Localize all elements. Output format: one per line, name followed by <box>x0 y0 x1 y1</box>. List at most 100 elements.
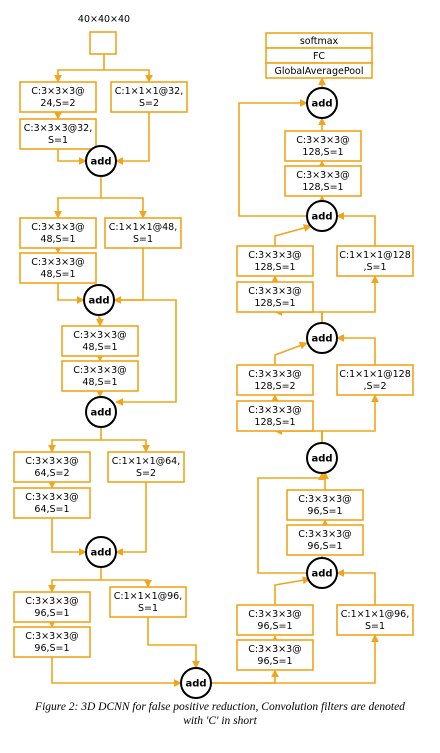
conv-box-b5b: C:3×3×3@96,S=1 <box>13 626 91 658</box>
arrow-37 <box>274 341 308 365</box>
conv-box-b10a: C:3×3×3@128,S=1 <box>284 130 362 162</box>
conv-label-b4a-2: 64,S=2 <box>34 468 69 479</box>
arrow-49 <box>238 99 308 217</box>
conv-label-b8b-2: 128,S=1 <box>254 417 295 428</box>
add-label-a4: add <box>90 548 111 559</box>
arrow-1 <box>54 54 105 83</box>
conv-box-b8s: C:1×1×1@128,S=2 <box>336 364 414 396</box>
add-node-a4: add <box>85 536 117 568</box>
conv-label-b9s-1: C:1×1×1@128 <box>339 250 411 261</box>
conv-label-b1s-1: C:1×1×1@32, <box>115 86 184 97</box>
conv-label-b9a-1: C:3×3×3@ <box>248 250 301 261</box>
global-average-pool-box <box>265 62 373 79</box>
conv-label-b9s-2: ,S=1 <box>363 262 386 273</box>
conv-box-b1b: C:3×3×3@32,S=1 <box>19 118 97 150</box>
add-node-a1: add <box>85 145 117 177</box>
arrow-44 <box>321 275 379 323</box>
add-node-a6: add <box>306 557 338 589</box>
conv-label-b7b-1: C:3×3×3@ <box>298 529 351 540</box>
add-node-a10: add <box>306 87 338 119</box>
conv-label-b3a-1: C:3×3×3@ <box>73 330 126 341</box>
dcnn-architecture-diagram: 40×40×40 softmax FC GlobalAveragePool C:… <box>13 14 414 699</box>
conv-label-b5b-1: C:3×3×3@ <box>25 631 78 642</box>
conv-box-b6s: C:1×1×1@96,S=1 <box>336 604 414 636</box>
arrow-5 <box>115 112 150 165</box>
arrow-19 <box>115 482 147 556</box>
figure-caption: Figure 2: 3D DCNN for false positive red… <box>0 700 440 728</box>
conv-label-b4a-1: C:3×3×3@ <box>25 456 78 467</box>
conv-label-b1a-2: 24,S=2 <box>40 98 75 109</box>
add-label-a6: add <box>311 569 332 580</box>
arrow-23 <box>51 657 182 687</box>
conv-label-b9b-2: 128,S=1 <box>254 298 295 309</box>
arrow-21 <box>101 579 152 588</box>
arrow-2 <box>104 69 153 83</box>
conv-label-b2s-2: S=1 <box>133 234 153 245</box>
conv-label-b5s-2: S=1 <box>138 603 158 614</box>
add-node-a7: add <box>306 442 338 474</box>
conv-label-b9b-1: C:3×3×3@ <box>248 286 301 297</box>
add-label-a8: add <box>311 334 332 345</box>
conv-label-b7a-1: C:3×3×3@ <box>298 494 351 505</box>
add-label-a3: add <box>90 408 111 419</box>
conv-box-b4a: C:3×3×3@64,S=2 <box>13 451 91 483</box>
conv-box-b6a: C:3×3×3@96,S=1 <box>236 604 314 636</box>
conv-label-b7b-2: 96,S=1 <box>307 541 342 552</box>
conv-box-b8a: C:3×3×3@128,S=2 <box>236 364 314 396</box>
conv-label-b4s-1: C:1×1×1@64, <box>112 456 181 467</box>
arrow-39 <box>336 334 376 365</box>
add-label-a10: add <box>311 99 332 110</box>
add-node-a3: add <box>85 396 117 428</box>
conv-label-b2a-2: 48,S=1 <box>40 234 75 245</box>
conv-box-b6b: C:3×3×3@96,S=1 <box>236 639 314 671</box>
arrow-11 <box>96 315 104 327</box>
arrow-6 <box>54 176 102 219</box>
add-label-a1: add <box>90 157 111 168</box>
arrow-45 <box>336 212 376 246</box>
conv-label-b5a-1: C:3×3×3@ <box>25 596 78 607</box>
conv-label-b2b-1: C:3×3×3@ <box>31 257 84 268</box>
global-average-pool-label: GlobalAveragePool <box>275 66 364 77</box>
add-node-a5: add <box>180 667 212 699</box>
arrow-29 <box>336 569 376 605</box>
fc-label: FC <box>313 51 325 62</box>
arrow-38 <box>321 394 379 443</box>
conv-label-b6s-1: C:1×1×1@96, <box>341 609 410 620</box>
conv-label-b2a-1: C:3×3×3@ <box>31 222 84 233</box>
conv-label-b4s-2: S=2 <box>136 468 156 479</box>
arrow-28 <box>211 634 379 684</box>
conv-label-b10a-1: C:3×3×3@ <box>296 135 349 146</box>
add-node-a2: add <box>83 284 115 316</box>
input-size-label: 40×40×40 <box>78 14 130 25</box>
conv-label-b8s-2: ,S=2 <box>363 381 386 392</box>
arrow-18 <box>51 518 87 556</box>
arrow-16 <box>101 439 150 453</box>
conv-box-b9s: C:1×1×1@128,S=1 <box>336 245 414 277</box>
arrow-9 <box>57 283 85 304</box>
arrow-4 <box>57 149 87 165</box>
conv-label-b2s-1: C:1×1×1@48, <box>109 222 178 233</box>
conv-label-b3b-1: C:3×3×3@ <box>73 365 126 376</box>
conv-box-b7a: C:3×3×3@96,S=1 <box>286 489 364 521</box>
conv-box-b2s: C:1×1×1@48,S=1 <box>104 217 182 249</box>
conv-box-b1a: C:3×3×3@24,S=2 <box>19 81 97 113</box>
conv-box-b9a: C:3×3×3@128,S=1 <box>236 245 314 277</box>
conv-label-b8a-1: C:3×3×3@ <box>248 369 301 380</box>
add-node-a8: add <box>306 322 338 354</box>
nodes: 40×40×40 softmax FC GlobalAveragePool C:… <box>13 14 414 699</box>
arrow-33 <box>257 472 326 574</box>
conv-box-b7b: C:3×3×3@96,S=1 <box>286 524 364 556</box>
arrow-24 <box>147 617 200 669</box>
conv-box-b2a: C:3×3×3@48,S=1 <box>19 217 97 249</box>
conv-box-b9b: C:3×3×3@128,S=1 <box>236 281 314 313</box>
conv-box-b8b: C:3×3×3@128,S=1 <box>236 400 314 432</box>
caption-line-2: with 'C' in short <box>183 715 257 727</box>
conv-label-b1s-2: S=2 <box>139 98 159 109</box>
classifier-head: softmax FC GlobalAveragePool <box>265 32 373 79</box>
conv-box-b4s: C:1×1×1@64,S=2 <box>107 451 185 483</box>
arrow-25 <box>211 669 279 684</box>
caption-line-1: Figure 2: 3D DCNN for false positive red… <box>35 701 405 713</box>
conv-label-b6a-1: C:3×3×3@ <box>248 609 301 620</box>
arrow-20 <box>48 567 102 593</box>
arrow-34 <box>274 427 323 443</box>
